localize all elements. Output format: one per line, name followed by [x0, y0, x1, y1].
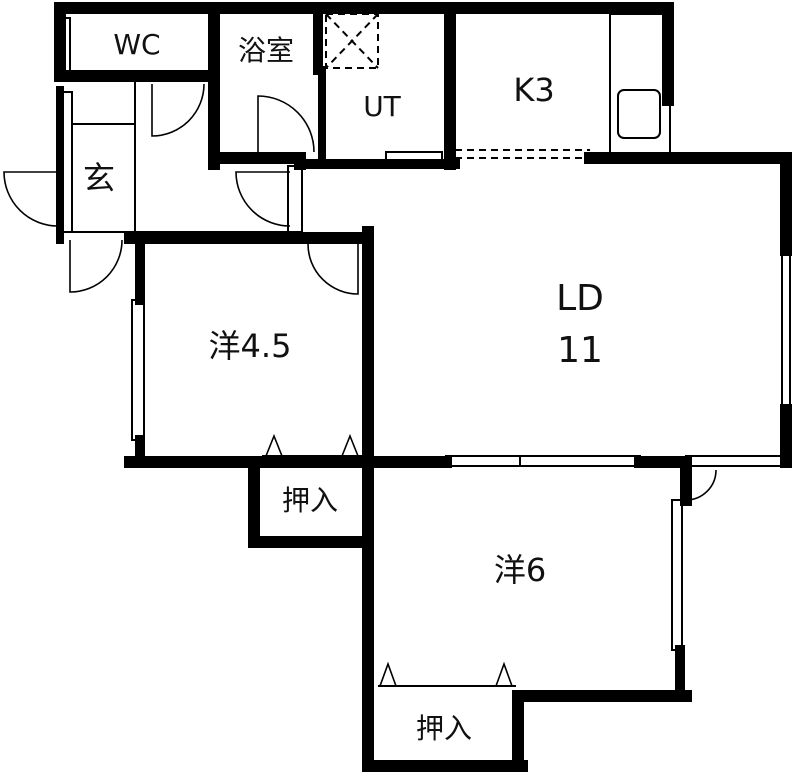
room-label-western-room-2: 洋6 — [494, 551, 546, 589]
room-label-bath: 浴室 — [238, 34, 294, 67]
room-label-western-room-1: 洋4.5 — [209, 327, 292, 365]
room-label-entrance: 玄 — [83, 159, 115, 197]
room-label-utility: UT — [363, 90, 401, 123]
doors — [3, 83, 717, 687]
room-label-closet-2: 押入 — [416, 712, 472, 745]
room-labels: WC 浴室 UT K3 玄 LD 11 洋4.5 洋6 押入 押入 — [83, 28, 604, 745]
room-label-living-dining-size: 11 — [557, 330, 603, 371]
room-label-wc: WC — [113, 28, 160, 61]
windows — [61, 5, 791, 687]
room-label-closet-1: 押入 — [282, 484, 338, 517]
walls — [54, 2, 792, 772]
room-label-kitchen: K3 — [513, 71, 554, 109]
room-label-living-dining: LD — [556, 278, 604, 319]
